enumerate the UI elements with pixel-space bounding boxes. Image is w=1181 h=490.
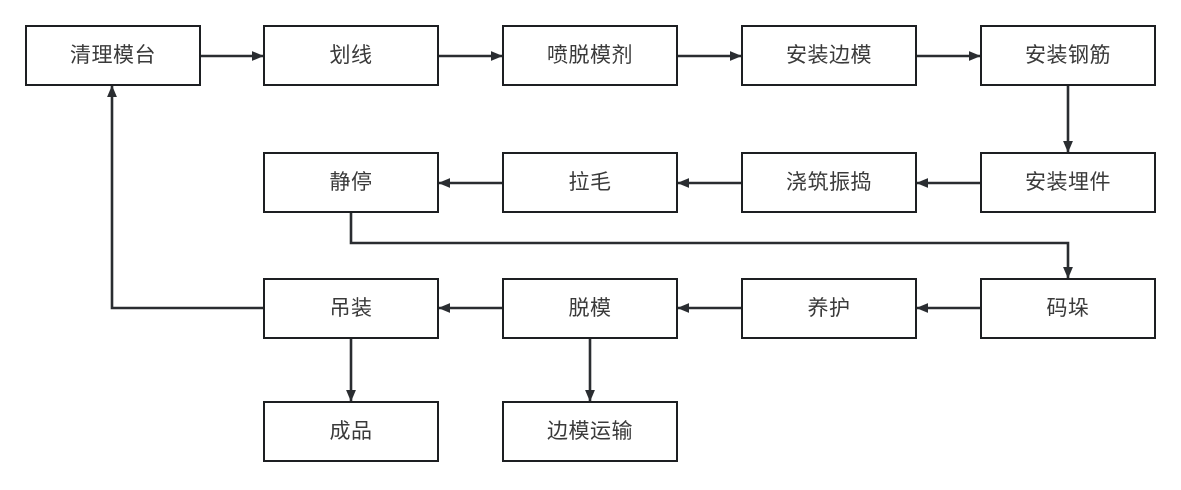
node-qinglimotai[interactable]: 清理模台: [25, 25, 201, 86]
node-bianmoyunshu[interactable]: 边模运输: [502, 401, 678, 462]
node-label: 吊装: [329, 296, 373, 320]
node-yanghu[interactable]: 养护: [741, 278, 917, 339]
node-label: 喷脱模剂: [547, 43, 633, 67]
node-label: 清理模台: [70, 43, 156, 67]
node-label: 拉毛: [568, 170, 612, 194]
node-anzhuanggangjin[interactable]: 安装钢筋: [980, 25, 1156, 86]
node-label: 边模运输: [547, 419, 633, 443]
edge-n13-n1-feedback: [107, 85, 263, 310]
node-chengpin[interactable]: 成品: [263, 401, 439, 462]
node-label: 安装边模: [786, 43, 872, 67]
node-tuomo[interactable]: 脱模: [502, 278, 678, 339]
node-maduo[interactable]: 码垛: [980, 278, 1156, 339]
edge-n9-n10: [349, 213, 1073, 279]
node-label: 养护: [807, 296, 851, 320]
node-label: 浇筑振捣: [786, 170, 872, 194]
node-label: 码垛: [1046, 296, 1090, 320]
node-pentuomoji[interactable]: 喷脱模剂: [502, 25, 678, 86]
node-anzhuangmaijian[interactable]: 安装埋件: [980, 152, 1156, 213]
node-jingting[interactable]: 静停: [263, 152, 439, 213]
node-label: 划线: [329, 43, 373, 67]
node-label: 安装钢筋: [1025, 43, 1111, 67]
node-label: 静停: [329, 170, 373, 194]
node-anzhuangbianmo[interactable]: 安装边模: [741, 25, 917, 86]
node-huaxian[interactable]: 划线: [263, 25, 439, 86]
node-label: 脱模: [568, 296, 612, 320]
node-diaozhuang[interactable]: 吊装: [263, 278, 439, 339]
node-label: 安装埋件: [1025, 170, 1111, 194]
node-lamao[interactable]: 拉毛: [502, 152, 678, 213]
node-label: 成品: [329, 419, 373, 443]
node-jiaozhuzhendao[interactable]: 浇筑振捣: [741, 152, 917, 213]
